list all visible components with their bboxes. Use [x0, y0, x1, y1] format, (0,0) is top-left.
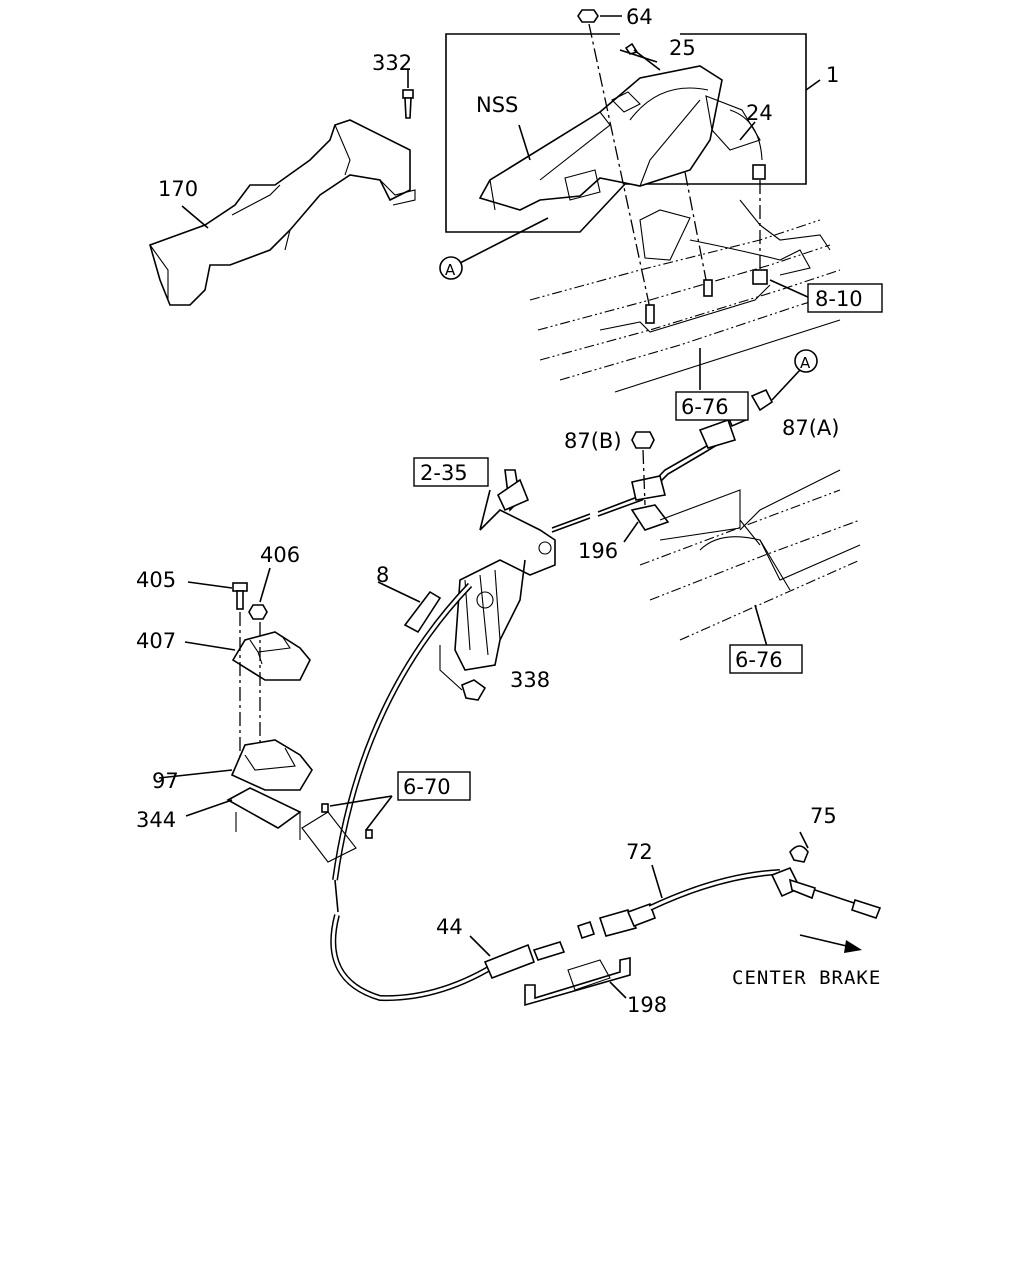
callout-1: 1: [826, 63, 839, 87]
callout-25: 25: [669, 36, 696, 60]
mount-brackets: [226, 582, 373, 863]
callout-6-76-top: 6-76: [681, 395, 729, 419]
ref-box-6-76-top: [675, 391, 749, 421]
marker-a-circle-right: [794, 349, 818, 373]
ref-box-6-76-middle: [729, 644, 803, 674]
callout-8: 8: [376, 563, 389, 587]
marker-a-top: A: [445, 261, 456, 279]
ref-box-8-10: [807, 283, 883, 313]
floor-panel-middle: [639, 469, 861, 641]
callout-72: 72: [626, 840, 653, 864]
front-cable: [551, 369, 801, 541]
callout-64: 64: [626, 5, 653, 29]
rear-cable-72: [330, 582, 882, 1007]
callout-332: 332: [372, 51, 412, 75]
leader-lines: [158, 79, 821, 999]
marker-a-circle-top: [439, 256, 463, 280]
callout-97: 97: [152, 769, 179, 793]
center-brake-label: CENTER BRAKE: [732, 967, 881, 989]
callout-75: 75: [810, 804, 837, 828]
callout-338: 338: [510, 668, 550, 692]
callout-198: 198: [627, 993, 667, 1017]
callout-24: 24: [746, 101, 773, 125]
callout-nss: NSS: [476, 93, 518, 117]
callout-87a: 87(A): [782, 416, 839, 440]
parking-brake-lever: [377, 469, 556, 701]
ref-box-6-70: [397, 771, 471, 801]
callout-6-76-middle: 6-76: [735, 648, 783, 672]
callout-6-70: 6-70: [403, 775, 451, 799]
callout-405: 405: [136, 568, 176, 592]
callout-2-35: 2-35: [420, 461, 468, 485]
callout-170: 170: [158, 177, 198, 201]
callout-407: 407: [136, 629, 176, 653]
console-tray-170: [149, 70, 416, 306]
callout-196: 196: [578, 539, 618, 563]
callout-406: 406: [260, 543, 300, 567]
callout-87b: 87(B): [564, 429, 622, 453]
console-cover-assembly: [445, 9, 807, 319]
callout-344: 344: [136, 808, 176, 832]
callout-8-10: 8-10: [815, 287, 863, 311]
marker-a-right: A: [800, 354, 811, 372]
ref-box-2-35: [413, 457, 489, 487]
callout-44: 44: [436, 915, 463, 939]
